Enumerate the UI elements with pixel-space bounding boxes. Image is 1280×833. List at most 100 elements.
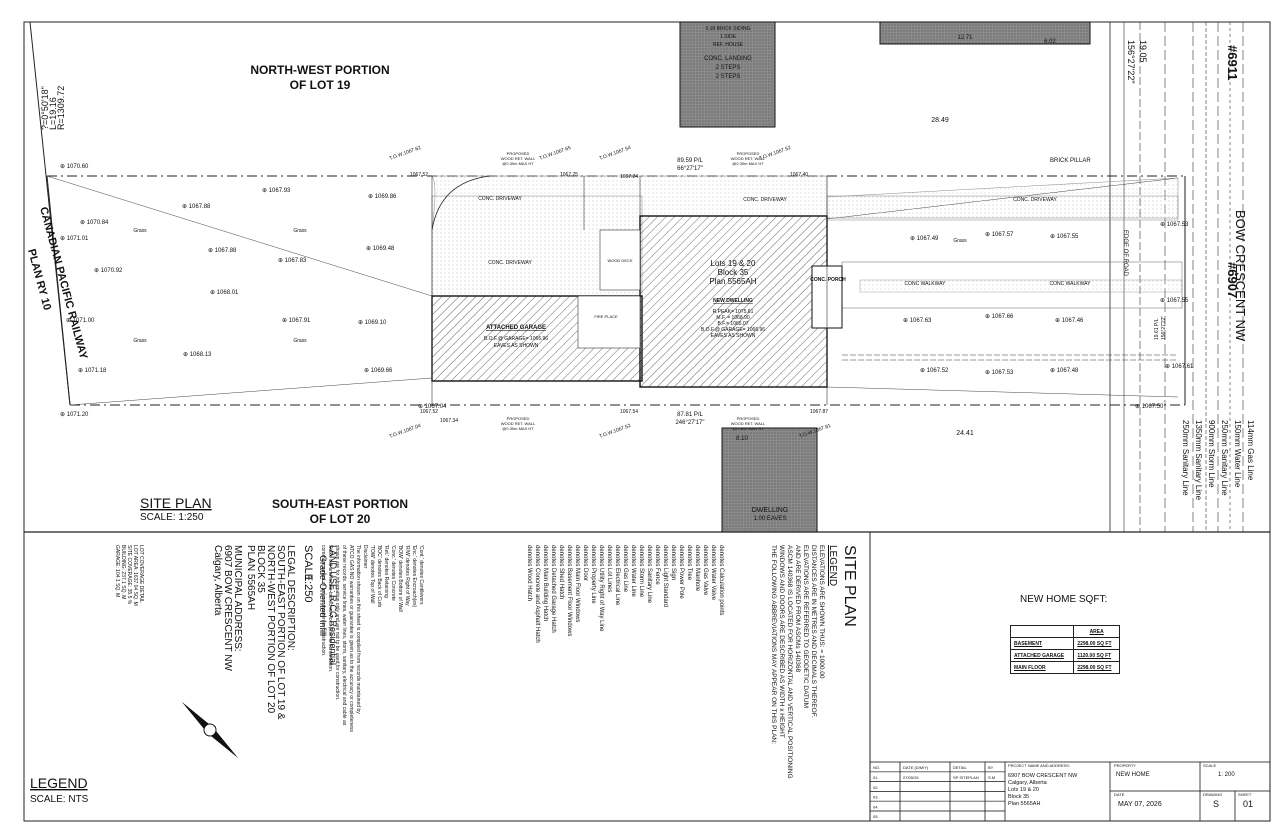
elevation-point: ⊕ 1067.50 — [1135, 404, 1164, 410]
se-portion-label: SOUTH-EAST PORTION — [272, 497, 408, 511]
wall-elev-label: 1067.40 — [790, 172, 808, 178]
driveway-label: CONC. DRIVEWAY — [478, 196, 522, 202]
dimension-label: 156°27'22" — [1161, 316, 1167, 340]
elevation-point: ⊕ 1071.18 — [78, 368, 107, 374]
top-of-wall-label: T.O.W.1067.62 — [389, 145, 422, 162]
elevation-point: ⊕ 1067.57 — [985, 232, 1014, 238]
legal-description: BLOCK 35 — [255, 545, 266, 593]
neighbour-building-label: REF. HOUSE — [713, 42, 744, 48]
dimension-label: 19.61 P/L — [1154, 318, 1160, 340]
legend-item: denotes Main Building Hatch — [542, 545, 548, 621]
elevation-point: ⊕ 1071.00 — [66, 318, 95, 324]
grass-label: Grass — [133, 338, 147, 344]
walkway-label: CONC WALKWAY — [905, 281, 947, 287]
neighbour-building-north — [679, 21, 776, 128]
scale-label: SCALE: 1:250 — [140, 512, 204, 523]
legend-abbrev: shown are for information only and are n… — [334, 545, 340, 700]
new-dwelling-label: NEW DWELLING — [713, 298, 753, 304]
dimension-label: 24.41 — [956, 430, 974, 437]
elevation-point: ⊕ 1067.52 — [920, 368, 949, 374]
legend-item: denotes Wood Hatch — [526, 545, 532, 601]
dimension-label: 87.81 P/L — [677, 412, 703, 418]
municipal-address: Calgary, Alberta — [212, 545, 223, 616]
utility-label: 250mm Sanitary Line — [1181, 420, 1190, 496]
driveway-label: CONC. DRIVEWAY — [743, 197, 787, 203]
legend-item: denotes Manhole — [694, 545, 700, 592]
neighbour-building-label: 2 STEPS — [716, 74, 741, 80]
revision-cell: 04. — [873, 804, 879, 809]
legend-abbrev: Stake out and locate buried services pri… — [327, 545, 333, 672]
legend-note: ELEVATIONS ARE SHOWN THUS: = 1000.00 — [818, 545, 825, 679]
top-of-wall-label: T.O.W.1067.04 — [389, 423, 422, 440]
proposed-wall-label: WOOD RET. WALL — [501, 421, 536, 426]
lots-block-label: Block 35 — [718, 268, 749, 277]
legend-site-plan-title: SITE PLAN — [841, 545, 858, 627]
legend-abbrev: 'Cont.' denotes Cantilevers — [418, 545, 424, 605]
legend-item: denotes Water Line — [630, 545, 636, 597]
proposed-wall-label: PROPOSED — [507, 416, 530, 421]
elevation-point: ⊕ 1067.61 — [1165, 364, 1194, 370]
revision-header: DETAIL — [953, 765, 967, 770]
legend-note: WINDOWS AND DOORS ARE DESCRIBED AS WIDTH… — [778, 545, 785, 738]
wall-elev-label: 1067.52 — [420, 409, 438, 415]
sheet-border — [23, 21, 1271, 822]
legend-item: denotes Power Pole — [678, 545, 684, 599]
legend-abbrev: 'BOC' denotes Back of Curb — [376, 545, 382, 607]
legal-description: LEGAL DESCRIPTION: — [285, 545, 296, 651]
legend-item: denotes Storm Line — [638, 545, 644, 598]
wood-deck — [599, 229, 641, 291]
scale-block: 1:250 — [302, 575, 314, 603]
legend-item: denotes Basement Floor Windows — [566, 545, 572, 636]
scale-block: SCALE — [302, 545, 314, 581]
elevation-point: ⊕ 1067.53 — [1160, 222, 1189, 228]
drawing-label: DRAWING — [1203, 792, 1222, 797]
legend-abbrev: 'Enc.' denotes Encroach(es) — [411, 545, 417, 608]
legend-item: denotes Tree — [686, 545, 692, 581]
utility-label: 250mm Sanitary Line — [1220, 420, 1229, 496]
curve-label: L=19.16 — [48, 97, 58, 130]
elevation-point: ⊕ 1071.20 — [60, 412, 89, 418]
revision-header: BY — [988, 765, 994, 770]
site-coverage: BUILDING: 237.1 SQ. M — [120, 545, 126, 599]
elevation-point: ⊕ 1070.92 — [94, 268, 123, 274]
grass-label: Grass — [953, 238, 967, 244]
legend-item: denotes Door — [582, 545, 588, 581]
driveway-label: CONC. DRIVEWAY — [488, 260, 532, 266]
legend-abbrev: 'BOW' denotes Bottom of Wall — [397, 545, 403, 612]
scale-label: SCALE — [1203, 763, 1216, 768]
elevation-point: ⊕ 1067.48 — [1050, 368, 1079, 374]
elevation-point: ⊕ 1067.55 — [1160, 298, 1189, 304]
project-line: 6907 BOW CRESCENT NW — [1008, 773, 1078, 779]
proposed-wall-label: @0.30m MAX HT — [502, 161, 534, 166]
driveway-label: CONC. DRIVEWAY — [1013, 197, 1057, 203]
legend-item: denotes Property Line — [590, 545, 596, 604]
legend-abbrev: of these records. service lines, water l… — [341, 545, 347, 726]
neighbour-building-label: CONC. LANDING — [704, 56, 752, 62]
project-line: Calgary, Alberta — [1008, 780, 1048, 786]
retaining-wall-marks — [431, 176, 828, 405]
property-label: PROPERTY — [1114, 763, 1136, 768]
wall-elev-label: 1067.25 — [560, 172, 578, 178]
grass-label: Grass — [293, 228, 307, 234]
grass-label: Grass — [133, 228, 147, 234]
top-of-wall-label: T.O.W.1067.54 — [599, 145, 632, 162]
legend-item: denotes Fence — [654, 545, 660, 585]
dimension-label: 246°27'17" — [675, 420, 704, 426]
legend-item: denotes Gas Line — [622, 545, 628, 593]
site-coverage: LOT AREA: 1637.04 SQ. M — [132, 545, 138, 606]
house-number: #6911 — [1225, 45, 1240, 80]
deck-label: WOOD DECK — [607, 258, 632, 263]
proposed-wall-label: @0.30m MAX HT — [502, 426, 534, 431]
elevation-point: ⊕ 1067.49 — [910, 236, 939, 242]
legend-abbrev: Disclaimer — [362, 545, 368, 569]
land-use-label: Grade-Oriented Infill — [318, 555, 328, 636]
dimension-label: 19.05 — [1138, 40, 1148, 63]
title-block — [869, 761, 1271, 822]
road-utility-lines — [1123, 22, 1244, 532]
site-coverage: LOT COVERAGE DETAIL — [138, 545, 144, 603]
